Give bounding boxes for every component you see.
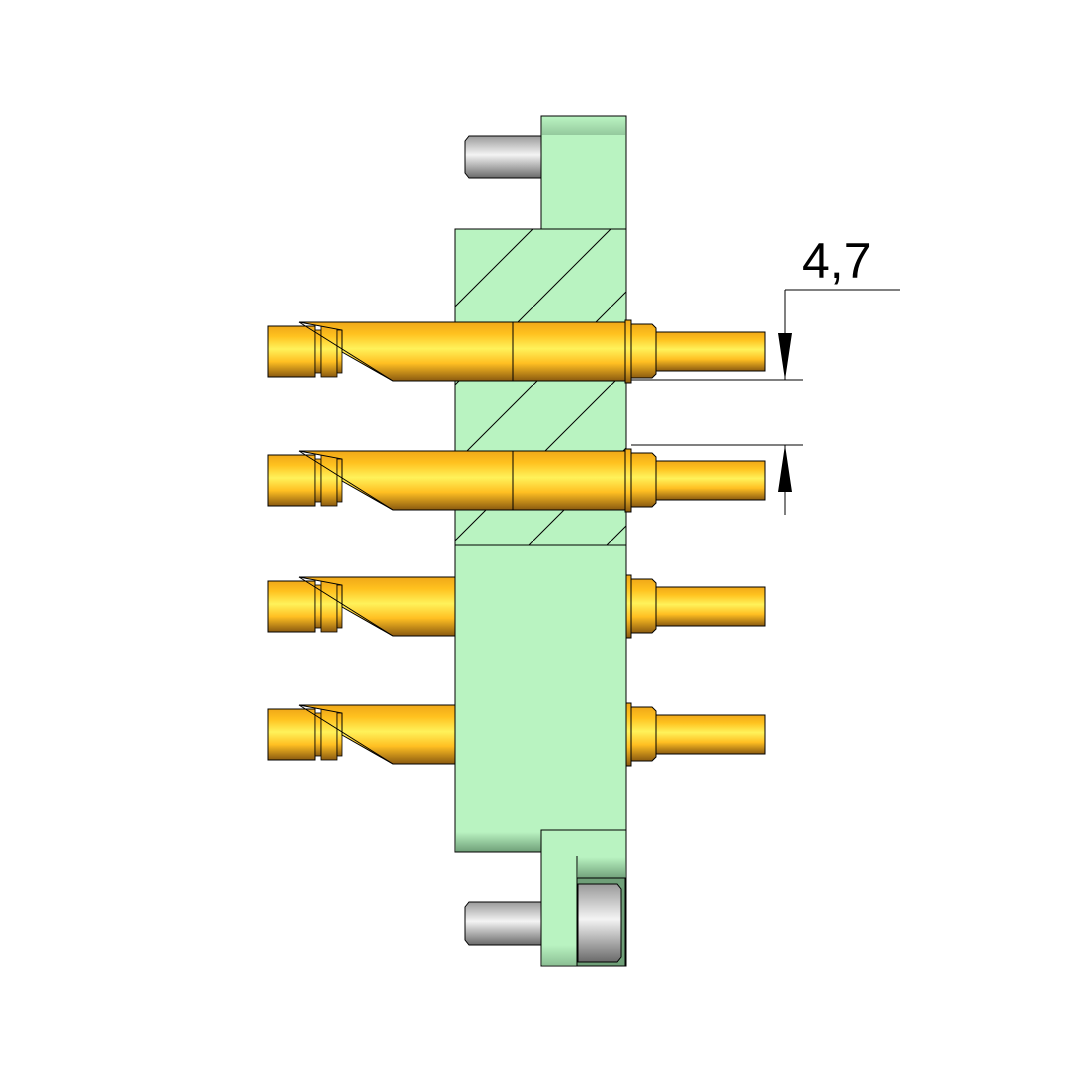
dimension-label: 4,7 bbox=[802, 233, 872, 289]
guide-pin-bottom bbox=[464, 901, 542, 946]
pitch-dimension: 4,7 bbox=[631, 233, 900, 515]
arrow-down-icon bbox=[778, 333, 792, 380]
guide-pin-top bbox=[464, 135, 542, 179]
housing-body bbox=[454, 544, 627, 853]
contact-pin-2 bbox=[267, 448, 766, 513]
arrow-up-icon bbox=[778, 445, 792, 492]
contact-pin-1 bbox=[267, 319, 766, 384]
